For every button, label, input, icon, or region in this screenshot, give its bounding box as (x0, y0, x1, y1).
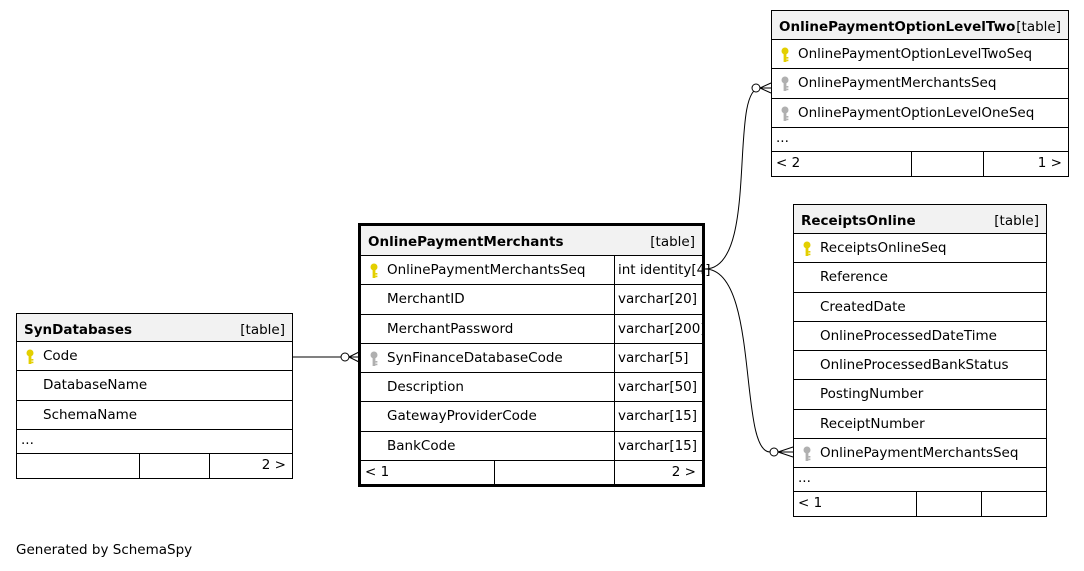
column-name: ReceiptNumber (820, 415, 925, 432)
column-name: Reference (820, 269, 888, 286)
table-onlinepaymentmerchants[interactable]: OnlinePaymentMerchants [table] OnlinePay… (358, 223, 711, 487)
table-syndatabases[interactable]: SynDatabases [table] Code DatabaseName S… (16, 313, 293, 479)
column-name: OnlineProcessedBankStatus (820, 357, 1009, 374)
column-row: ReceiptsOnlineSeq (794, 234, 1046, 264)
link-opm-leveltwo (704, 87, 771, 270)
column-name: SchemaName (43, 406, 138, 423)
table-name: OnlinePaymentMerchants (368, 234, 564, 250)
more-columns: ... (794, 468, 1046, 493)
column-row: PostingNumber (794, 380, 1046, 410)
table-kind: [table] (1016, 19, 1061, 35)
column-row: OnlinePaymentOptionLevelTwoSeq (772, 40, 1068, 70)
column-name: OnlinePaymentOptionLevelOneSeq (798, 104, 1035, 121)
table-onlinepaymentoptionleveltwo[interactable]: OnlinePaymentOptionLevelTwo [table] Onli… (771, 10, 1069, 177)
link-crowfoot (777, 446, 794, 458)
link-crowfoot (348, 351, 360, 363)
column-row: BankCode varchar[15] (361, 431, 702, 462)
column-name: PostingNumber (820, 386, 924, 403)
column-row: ReceiptNumber (794, 410, 1046, 440)
generated-by-label: Generated by SchemaSpy (16, 542, 193, 558)
column-type: varchar[15] (618, 408, 698, 425)
table-header: ReceiptsOnline [table] (794, 205, 1046, 234)
children-count: 2 > (261, 456, 286, 473)
column-row: GatewayProviderCode varchar[15] (361, 402, 702, 432)
link-optional-marker (751, 83, 761, 93)
table-header: SynDatabases [table] (17, 314, 292, 342)
table-footer: < 1 (794, 492, 1046, 517)
primary-key-icon (803, 241, 811, 256)
column-name: OnlinePaymentMerchantsSeq (798, 75, 997, 92)
column-row: Code (17, 342, 292, 372)
column-name: Description (387, 379, 464, 396)
table-kind: [table] (650, 234, 695, 250)
children-count: 2 > (671, 464, 696, 481)
column-type: varchar[200] (618, 320, 706, 337)
table-kind: [table] (994, 213, 1039, 229)
column-name: SynFinanceDatabaseCode (387, 349, 563, 366)
link-crowfoot (759, 82, 772, 94)
column-name: ReceiptsOnlineSeq (820, 240, 947, 256)
table-kind: [table] (240, 322, 285, 338)
column-row: SchemaName (17, 401, 292, 430)
column-type: varchar[20] (618, 291, 698, 308)
table-header: OnlinePaymentOptionLevelTwo [table] (772, 11, 1068, 40)
table-footer: < 1 2 > (361, 461, 702, 486)
more-columns: ... (772, 128, 1068, 152)
primary-key-icon (781, 47, 789, 62)
column-type: varchar[50] (618, 379, 698, 396)
column-row: OnlinePaymentOptionLevelOneSeq (772, 99, 1068, 128)
column-row: OnlineProcessedDateTime (794, 322, 1046, 352)
link-optional-marker (769, 447, 779, 457)
children-count: 1 > (1037, 154, 1062, 171)
table-footer: 2 > (17, 453, 292, 478)
column-name: MerchantID (387, 291, 465, 308)
parents-count: < 1 (798, 495, 823, 512)
table-name: SynDatabases (24, 322, 133, 338)
column-name: MerchantPassword (387, 320, 514, 337)
parents-count: < 1 (365, 464, 390, 481)
column-row: MerchantID varchar[20] (361, 285, 702, 315)
column-row: OnlinePaymentMerchantsSeq int identity[4… (361, 256, 711, 286)
column-name: Code (43, 348, 78, 364)
table-receiptsonline[interactable]: ReceiptsOnline [table] ReceiptsOnlineSeq… (793, 204, 1047, 517)
column-type: varchar[5] (618, 349, 689, 366)
column-name: OnlinePaymentOptionLevelTwoSeq (798, 46, 1033, 62)
primary-key-icon (26, 349, 34, 364)
column-name: GatewayProviderCode (387, 408, 537, 425)
column-row: OnlinePaymentMerchantsSeq (772, 69, 1068, 99)
table-footer: < 2 1 > (772, 151, 1068, 176)
column-row: OnlinePaymentMerchantsSeq (794, 439, 1046, 469)
column-row: Reference (794, 263, 1046, 293)
column-name: OnlinePaymentMerchantsSeq (820, 445, 1019, 462)
column-row: OnlineProcessedBankStatus (794, 351, 1046, 381)
column-name: BankCode (387, 437, 456, 454)
parents-count: < 2 (776, 154, 801, 171)
column-row: Description varchar[50] (361, 373, 702, 403)
column-type: int identity[4] (618, 262, 711, 278)
table-name: OnlinePaymentOptionLevelTwo (779, 19, 1016, 35)
link-optional-marker (340, 352, 350, 362)
table-header: OnlinePaymentMerchants [table] (361, 226, 702, 256)
foreign-key-icon (803, 446, 811, 462)
column-type: varchar[15] (618, 437, 698, 454)
link-opm-receipts (704, 268, 793, 453)
column-name: CreatedDate (820, 298, 906, 315)
foreign-key-icon (781, 106, 789, 121)
foreign-key-icon (370, 351, 378, 366)
more-columns: ... (17, 430, 292, 454)
column-name: OnlinePaymentMerchantsSeq (387, 262, 586, 278)
column-name: OnlineProcessedDateTime (820, 327, 997, 344)
primary-key-icon (370, 263, 378, 278)
column-row: DatabaseName (17, 371, 292, 401)
column-row: MerchantPassword varchar[200] (361, 314, 706, 344)
column-row: SynFinanceDatabaseCode varchar[5] (361, 343, 702, 374)
foreign-key-icon (781, 76, 789, 92)
table-name: ReceiptsOnline (801, 213, 916, 229)
column-name: DatabaseName (43, 377, 148, 394)
column-row: CreatedDate (794, 293, 1046, 322)
